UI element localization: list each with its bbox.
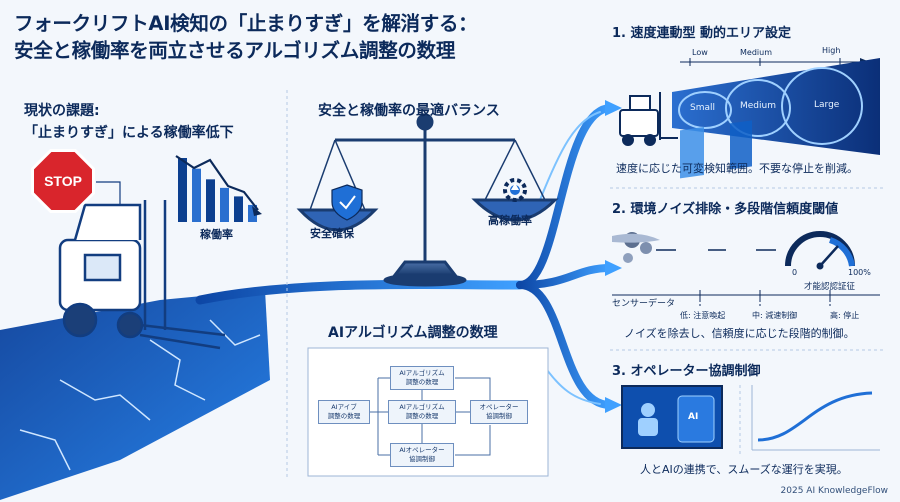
algo-box-right: オペレーター 協調制御	[470, 400, 528, 424]
gauge-label: 才能認認証征	[804, 282, 856, 292]
section1-caption: 速度に応じた可変検知範囲。不要な停止を削減。	[616, 162, 858, 175]
gauge-min-label: 0	[792, 268, 798, 277]
section2-caption: ノイズを除去し、信頼度に応じた段階的制御。	[624, 327, 855, 340]
trend-line	[175, 155, 259, 211]
algo-box-left: AIアイブ 調整の数理	[318, 400, 370, 424]
main-title: フォークリフトAI検知の「止まりすぎ」を解消する： 安全と稼働率を両立させるアル…	[14, 10, 478, 64]
section2-heading: 2. 環境ノイズ排除・多段階信頼度閾値	[612, 202, 839, 217]
level-high-label: 高: 停止	[830, 311, 860, 320]
noise-filter-graphic	[612, 120, 776, 263]
balance-scale-graphic	[296, 113, 559, 287]
level-mid-label: 中: 減速制御	[752, 311, 798, 320]
chart-bar	[248, 204, 257, 222]
algo-box-bottom: AIオペレーター 協調制御	[390, 443, 454, 467]
utilization-label: 高稼働率	[488, 214, 532, 227]
current-issue-heading: 現状の課題:	[24, 103, 100, 119]
sensor-data-label: センサーデータ	[612, 299, 676, 309]
chart-bar	[178, 158, 187, 222]
balance-heading: 安全と稼働率の最適バランス	[318, 103, 500, 119]
section1-heading: 1. 速度連動型 動的エリア設定	[612, 26, 792, 41]
algo-box-top: AIアルゴリズム 調整の数理	[390, 366, 454, 390]
trend-arrow-icon	[252, 206, 262, 216]
chart-bar	[234, 196, 243, 222]
scale-high-label: High	[822, 46, 841, 55]
stop-sign-icon: STOP	[34, 152, 92, 210]
detection-cone	[672, 58, 880, 155]
main-title-line2: 安全と稼働率を両立させるアルゴリズム調整の数理	[14, 39, 456, 62]
zone-small-label: Small	[690, 103, 715, 113]
chart-bar	[220, 187, 229, 222]
utilization-bar-chart	[175, 155, 262, 222]
algo-box-middle: AIアルゴリズム 調整の数理	[388, 400, 456, 424]
chart-bar	[192, 168, 201, 222]
footer-credit: 2025 AI KnowledgeFlow	[780, 486, 888, 496]
main-title-line1: フォークリフトAI検知の「止まりすぎ」を解消する：	[14, 12, 478, 35]
current-issue-subheading: 「止まりすぎ」による稼働率低下	[24, 125, 234, 141]
chart-bar	[206, 179, 215, 222]
shield-icon	[331, 184, 363, 221]
operator-monitor-graphic	[621, 385, 880, 455]
scale-low-label: Low	[692, 48, 708, 57]
small-forklift-icon	[619, 92, 678, 146]
level-low-label: 低: 注意喚起	[680, 311, 726, 320]
scale-medium-label: Medium	[740, 48, 772, 57]
forklift-graphic	[58, 200, 226, 350]
chart-label: 稼働率	[200, 228, 233, 241]
confidence-gauge	[785, 231, 855, 270]
section3-heading: 3. オペレーター協調制御	[612, 364, 761, 379]
algorithm-heading: AIアルゴリズム調整の数理	[328, 325, 498, 341]
zone-medium-label: Medium	[740, 101, 776, 111]
stop-sign-text: STOP	[44, 173, 82, 189]
confidence-timeline	[612, 290, 880, 308]
section3-caption: 人とAIの連携で、スムーズな運行を実現。	[640, 463, 848, 476]
zone-large-label: Large	[814, 100, 840, 110]
gauge-max-label: 100%	[848, 268, 871, 277]
gear-icon	[503, 178, 527, 202]
flow-arrows	[195, 100, 622, 413]
safety-label: 安全確保	[310, 227, 354, 240]
floor-crack-graphic	[0, 290, 270, 500]
ai-badge: AI	[688, 412, 699, 422]
